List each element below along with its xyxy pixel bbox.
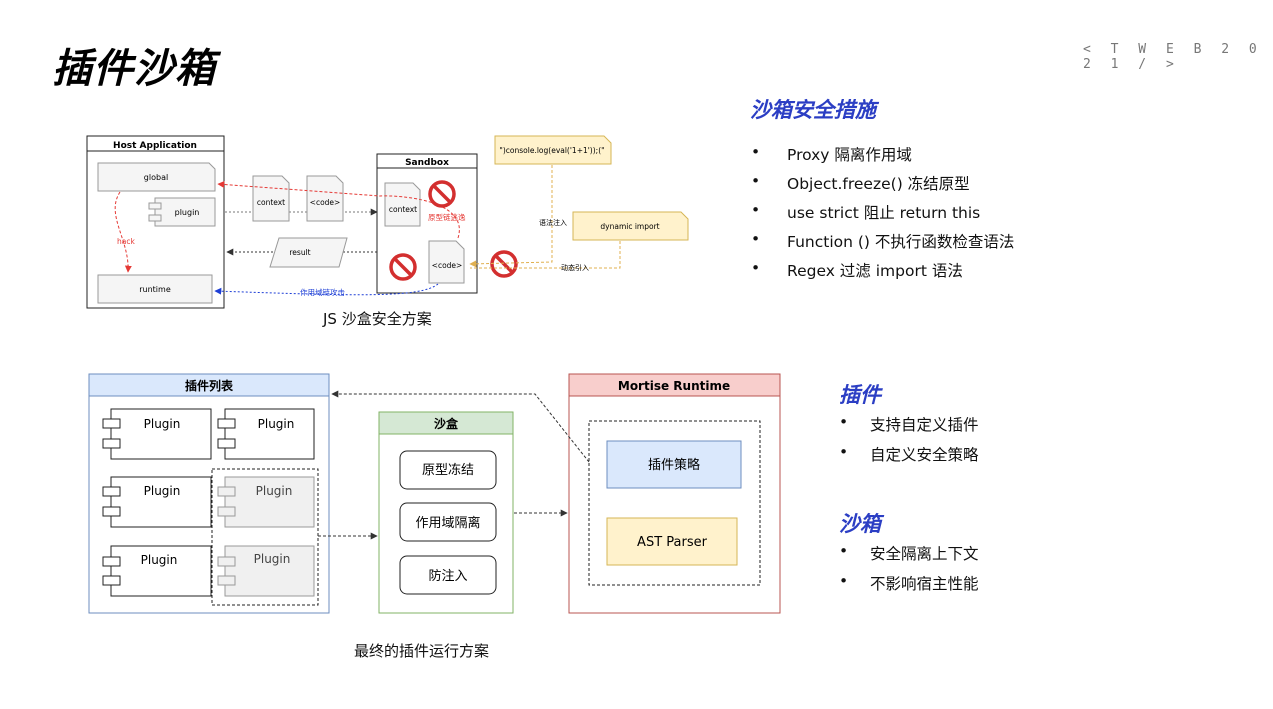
plugin-card: Plugin [102,545,212,597]
plugin-card: Plugin [217,408,315,460]
list-item: •Regex 过滤 import 语法 [751,259,963,280]
svg-text:作用域隔离: 作用域隔离 [415,515,480,531]
plugin-card: Plugin [217,545,315,597]
runtime-title: Mortise Runtime [618,379,730,393]
context-left-label: context [257,198,285,207]
sandbox-security-list: •Proxy 隔离作用域 •Object.freeze() 冻结原型 •use … [751,143,1251,288]
plugin-label: plugin [175,208,200,217]
svg-text:Plugin: Plugin [144,417,181,431]
runtime-to-list-arrow [331,390,590,463]
bottom-diagram-caption: 最终的插件运行方案 [354,642,490,660]
custom-plugins-group [211,468,319,606]
code-left-label: <code> [310,198,341,207]
sandbox-panel-title: 沙盒 [434,416,459,431]
mortise-runtime-box: Mortise Runtime [568,373,781,614]
svg-text:防注入: 防注入 [428,568,467,584]
sandbox-section-title: 沙箱 [839,512,881,536]
list-item: •Object.freeze() 冻结原型 [751,172,970,193]
hack-label: hack [117,237,135,246]
plugin-strategy-node: 插件策略 [606,440,742,489]
ast-parser-node: AST Parser [606,517,738,566]
code-inner-label: <code> [432,261,463,270]
sandbox-title: Sandbox [405,158,449,168]
sandbox-item: 作用域隔离 [399,502,497,542]
list-item: •支持自定义插件 [839,413,979,434]
plugin-node: plugin [148,197,216,227]
code-doc-inner: <code> [428,240,465,284]
hack-arrow [114,191,132,273]
page-title: 插件沙箱 [52,46,216,92]
plugin-section-list: •支持自定义插件 •自定义安全策略 [839,413,1239,473]
syntax-inject-arrow [469,165,553,268]
sandbox-item: 防注入 [399,555,497,595]
injected-code-note: ")console.log(eval('1+1'));(" [494,135,612,165]
dynamic-import-arrow [470,241,621,269]
global-label: global [144,173,168,182]
result-label: result [289,248,310,257]
context-doc-left: context [252,175,290,222]
context-inner-label: context [389,205,417,214]
sandbox-item: 原型冻结 [399,450,497,490]
host-title: Host Application [113,141,197,151]
code-doc-left: <code> [306,175,344,222]
runtime-inner-group [588,420,761,586]
dynamic-import-label: dynamic import [600,222,659,231]
proto-escape-arrow [217,180,460,239]
list-item: •use strict 阻止 return this [751,201,981,222]
svg-text:Plugin: Plugin [256,484,293,498]
list-item: •安全隔离上下文 [839,542,979,563]
global-node: global [97,162,216,192]
ast-parser-label: AST Parser [637,535,708,550]
scope-attack-arrow [214,283,439,296]
dynamic-import-note: dynamic import [572,211,689,241]
sandbox-section-list: •安全隔离上下文 •不影响宿主性能 [839,542,1239,602]
plugin-card: Plugin [217,476,315,528]
plugin-section-title: 插件 [839,383,881,407]
event-tag: < T W E B 2 0 2 1 / > [1083,42,1263,72]
runtime-label: runtime [139,285,171,294]
syntax-inject-label: 语法注入 [539,218,567,227]
result-node: result [269,237,348,268]
svg-text:Plugin: Plugin [254,552,291,566]
svg-text:Plugin: Plugin [141,553,178,567]
forbidden-icon-scope [389,253,417,281]
sandbox-security-title: 沙箱安全措施 [750,98,876,122]
svg-text:Plugin: Plugin [144,484,181,498]
scope-attack-label: 作用域链攻击 [300,287,345,297]
list-item: •Function () 不执行函数检查语法 [751,230,1015,251]
list-item: •不影响宿主性能 [839,572,979,593]
top-diagram-caption: JS 沙盒安全方案 [323,310,432,328]
injected-code-label: ")console.log(eval('1+1'));(" [499,146,604,155]
list-item: •自定义安全策略 [839,443,979,464]
svg-text:Plugin: Plugin [258,417,295,431]
svg-text:原型冻结: 原型冻结 [422,462,474,478]
plugin-strategy-label: 插件策略 [648,457,700,473]
proto-escape-label: 原型链逃逸 [428,212,466,222]
list-item: •Proxy 隔离作用域 [751,143,912,164]
forbidden-icon-inject [490,250,518,278]
forbidden-icon-proto [428,180,456,208]
dynamic-import-cn-label: 动态引入 [561,263,589,272]
plugin-list-title: 插件列表 [185,378,234,393]
runtime-node: runtime [97,274,213,304]
plugin-card: Plugin [102,408,212,460]
context-doc-inner: context [384,182,421,227]
plugin-card: Plugin [102,476,212,528]
